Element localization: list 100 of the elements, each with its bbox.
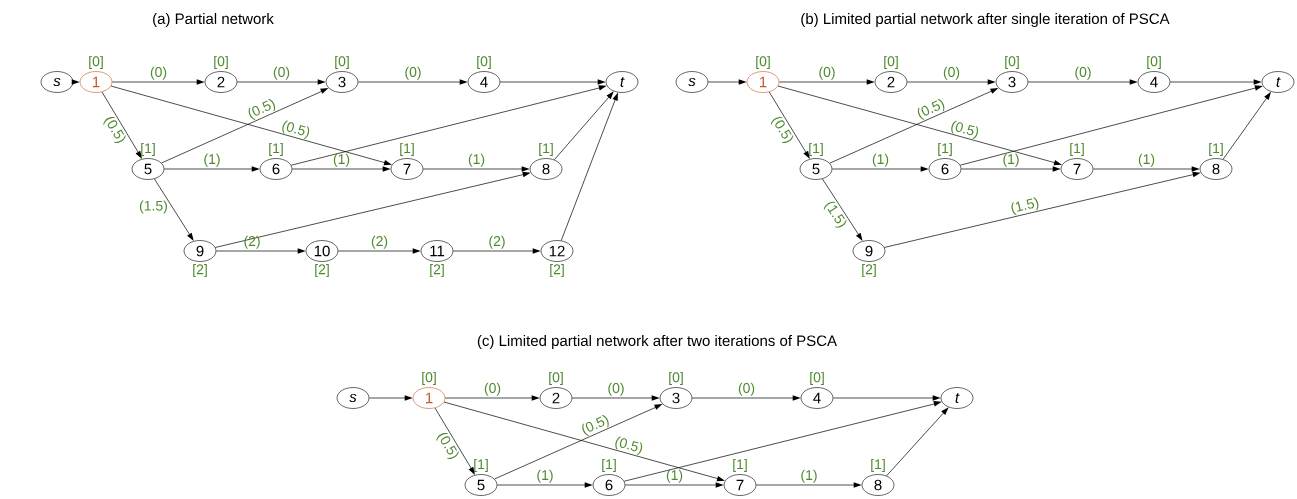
weight-label: [2] [430, 264, 444, 278]
arrow [831, 166, 929, 172]
arrow [101, 91, 142, 159]
arrow [154, 178, 194, 242]
edge-label: (1) [1138, 153, 1155, 167]
arrow [777, 85, 1062, 166]
network-node: 4 [800, 387, 834, 409]
weight-label: [1] [141, 142, 155, 156]
weight-label: [1] [602, 458, 616, 472]
network-node: 1 [79, 71, 113, 93]
edge-label: (2) [244, 235, 260, 249]
arrow [554, 91, 614, 161]
arrow [444, 395, 540, 401]
network-node: 11 [420, 240, 454, 262]
edge-label: (1) [468, 153, 485, 167]
network-node: 6 [928, 158, 962, 180]
edge-label: (0) [943, 66, 960, 80]
arrow [434, 407, 475, 475]
edge-label: (0) [273, 66, 290, 80]
network-node: 6 [592, 474, 626, 496]
network-node: 9 [183, 240, 217, 262]
arrow [778, 79, 875, 85]
arrow [959, 85, 1263, 166]
weight-label: [0] [549, 371, 563, 385]
arrow [1027, 79, 1138, 85]
arrow [832, 395, 941, 401]
weight-label: [1] [474, 458, 488, 472]
edge-label: (0) [738, 382, 755, 396]
network-node: 2 [874, 71, 908, 93]
arrow [215, 248, 306, 254]
network-node: s [675, 71, 709, 93]
network-node: 3 [995, 71, 1029, 93]
network-node: 1 [412, 387, 446, 409]
weight-label: [0] [422, 371, 436, 385]
edge-label: (0) [608, 382, 624, 396]
arrow [768, 91, 810, 159]
weight-label: [0] [214, 55, 228, 69]
arrow [290, 85, 607, 166]
arrow [161, 88, 329, 164]
network-node: 5 [799, 158, 833, 180]
network-node: 7 [390, 158, 424, 180]
arrow [357, 79, 468, 85]
edge-label: (1) [333, 153, 350, 167]
edge-label: (0) [819, 66, 835, 80]
edge-label: (1) [872, 153, 889, 167]
weight-label: [1] [400, 142, 414, 156]
network-node: 3 [659, 387, 693, 409]
weight-label: [0] [477, 55, 491, 69]
arrow [110, 85, 392, 166]
edge-label: (0) [150, 66, 167, 80]
edge-label: (0.5) [582, 415, 609, 436]
weight-label: [1] [809, 142, 823, 156]
network-node: 5 [464, 474, 498, 496]
weight-label: [1] [871, 458, 885, 472]
weight-label: [0] [1147, 55, 1161, 69]
edge-label: (1) [1003, 153, 1019, 167]
edge-label: (2) [489, 235, 505, 249]
network-node: 4 [1137, 71, 1171, 93]
network-node: 2 [539, 387, 573, 409]
network-node: 2 [204, 71, 238, 93]
weight-label: [0] [810, 371, 824, 385]
arrow [422, 166, 530, 172]
arrow [960, 166, 1061, 172]
arrow [829, 88, 999, 164]
network-node: t [1261, 71, 1295, 93]
edge-label: (0) [405, 66, 421, 80]
panel-title: (a) Partial network [153, 13, 274, 27]
edge-label: (0.5) [917, 99, 945, 120]
weight-label: [1] [539, 142, 553, 156]
arrow [71, 79, 80, 85]
weight-label: [0] [756, 55, 770, 69]
weight-label: [0] [89, 55, 103, 69]
network-node: 3 [325, 71, 359, 93]
network-node: s [40, 71, 74, 93]
arrow [215, 171, 531, 248]
edge-label: (1.5) [139, 200, 167, 214]
network-node: 10 [305, 240, 339, 262]
weight-label: [1] [1070, 142, 1084, 156]
panel-title: (c) Limited partial network after two iterations of PSCA [477, 335, 837, 349]
network-node: 1 [746, 71, 780, 93]
weight-label: [1] [1209, 142, 1223, 156]
edge-label: (1.5) [1011, 197, 1039, 216]
network-node: 8 [861, 474, 895, 496]
weight-label: [2] [315, 264, 329, 278]
edge-label: (1) [204, 153, 220, 167]
network-node: 8 [529, 158, 563, 180]
arrow [494, 404, 663, 480]
edge-label: (0.5) [282, 120, 310, 140]
weight-label: [0] [335, 55, 349, 69]
arrow [111, 79, 205, 85]
weight-label: [0] [1005, 55, 1019, 69]
arrow [452, 248, 541, 254]
weight-label: [0] [884, 55, 898, 69]
weight-label: [0] [669, 371, 683, 385]
weight-label: [1] [733, 458, 747, 472]
arrow [499, 79, 606, 85]
network-node: s [336, 387, 370, 409]
arrow [1169, 79, 1262, 85]
arrow [886, 407, 949, 477]
arrow [1092, 166, 1200, 172]
